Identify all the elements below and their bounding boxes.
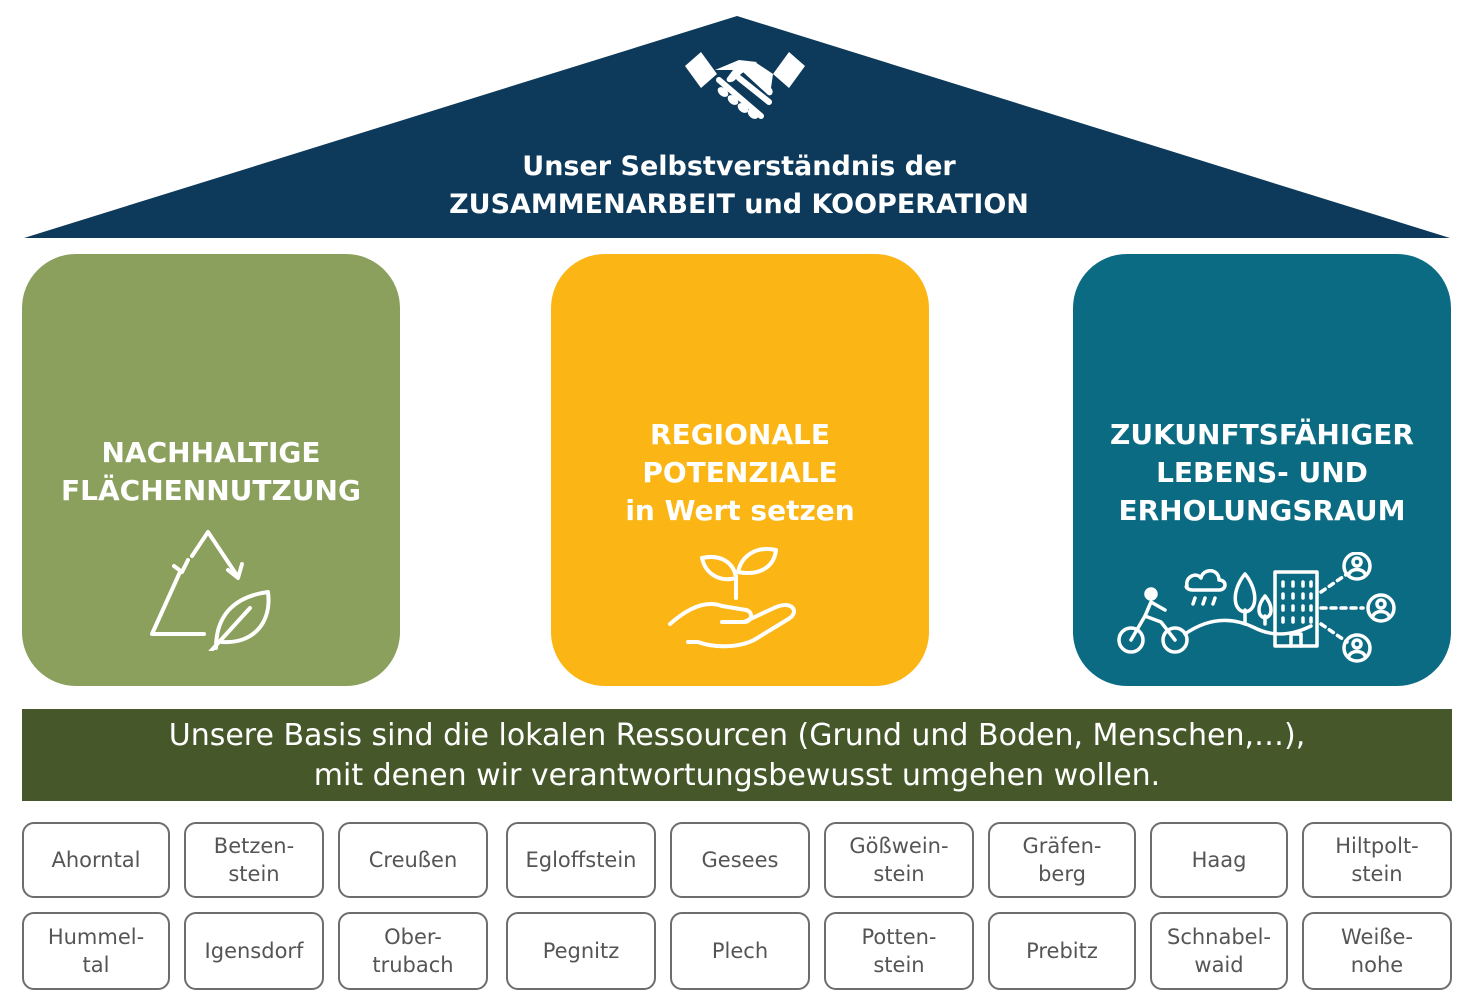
pillar-nachhaltige-flaechennutzung: NACHHALTIGE FLÄCHENNUTZUNG [22,254,400,686]
recycle-leaf-icon [150,530,271,651]
basis-line1: Unsere Basis sind die lokalen Ressourcen… [168,718,1306,753]
roof-title-line2: ZUSAMMENARBEIT und KOOPERATION [449,189,1029,220]
pillar-title-line3: ERHOLUNGSRAUM [1118,494,1406,527]
municipality-box: Prebitz [988,912,1136,990]
municipality-box: Igensdorf [184,912,324,990]
hand-sprout-icon [668,547,796,649]
municipality-box: Weiße- nohe [1302,912,1452,990]
pillar-title-line1: NACHHALTIGE [101,436,321,469]
municipality-box: Creußen [338,822,488,898]
municipality-box: Egloffstein [506,822,656,898]
roof-title-line1: Unser Selbstverständnis der [522,151,956,182]
pillar-title-line2: FLÄCHENNUTZUNG [61,474,361,507]
municipality-box: Gräfen- berg [988,822,1136,898]
municipality-box: Plech [670,912,810,990]
municipality-box: Gesees [670,822,810,898]
pillar-title: ZUKUNFTSFÄHIGER LEBENS- UND ERHOLUNGSRAU… [1073,416,1451,530]
municipality-box: Schnabel- waid [1150,912,1288,990]
municipality-box: Hiltpolt- stein [1302,822,1452,898]
municipality-box: Ober- trubach [338,912,488,990]
roof-title: Unser Selbstverständnis der ZUSAMMENARBE… [0,148,1478,224]
municipality-box: Potten- stein [824,912,974,990]
pillar-title-line2: POTENZIALE [642,456,838,489]
municipality-box: Betzen- stein [184,822,324,898]
basis-banner: Unsere Basis sind die lokalen Ressourcen… [22,709,1452,801]
roof: Unser Selbstverständnis der ZUSAMMENARBE… [0,0,1478,245]
municipality-box: Pegnitz [506,912,656,990]
municipality-box: Haag [1150,822,1288,898]
municipality-box: Hummel- tal [22,912,170,990]
pillar-title: NACHHALTIGE FLÄCHENNUTZUNG [22,434,400,510]
pillar-title-line1: ZUKUNFTSFÄHIGER [1110,418,1414,451]
pillar-regionale-potenziale: REGIONALE POTENZIALE in Wert setzen [551,254,929,686]
pillar-title-line2: LEBENS- UND [1156,456,1368,489]
municipality-box: Gößwein- stein [824,822,974,898]
handshake-icon [685,52,805,119]
pillar-title-line1: REGIONALE [650,418,830,451]
cyclist-city-people-icon [1117,552,1396,663]
basis-line2: mit denen wir verantwortungsbewusst umge… [313,758,1161,793]
municipality-box: Ahorntal [22,822,170,898]
roof-shape [24,16,1450,238]
pillar-title-line3: in Wert setzen [625,494,855,527]
pillar-zukunftsfaehiger-lebensraum: ZUKUNFTSFÄHIGER LEBENS- UND ERHOLUNGSRAU… [1073,254,1451,686]
municipality-grid: Ahorntal Betzen- stein Creußen Egloffste… [22,822,1454,992]
pillar-title: REGIONALE POTENZIALE in Wert setzen [551,416,929,530]
